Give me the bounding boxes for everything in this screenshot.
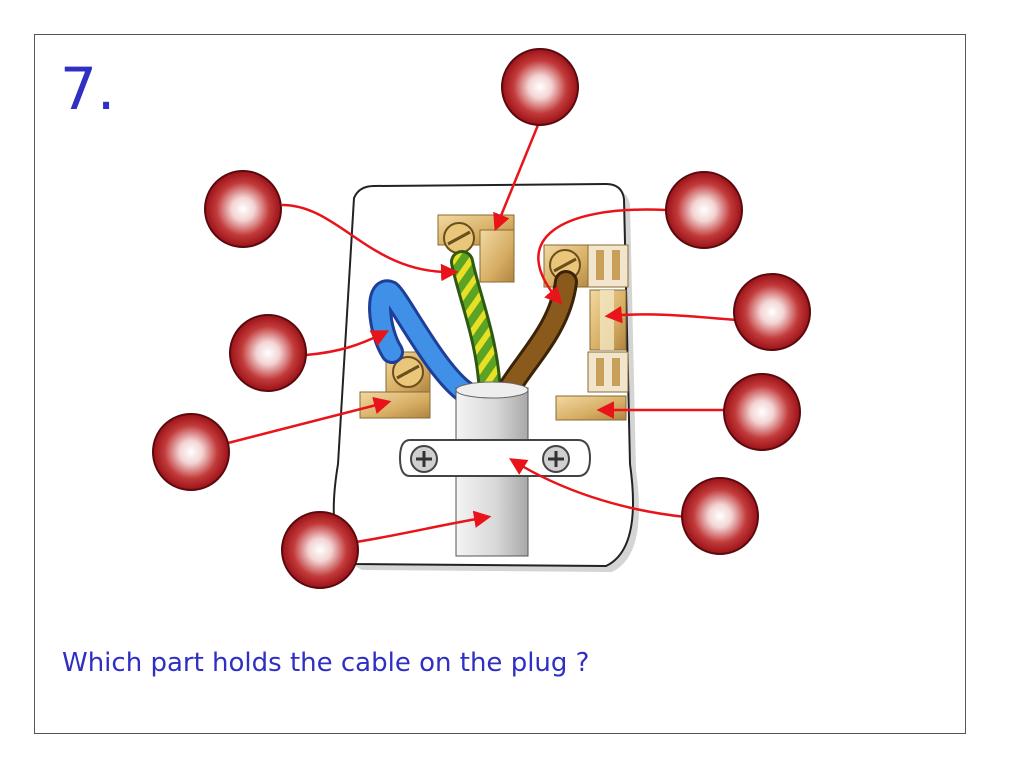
screw-icon (443, 222, 475, 254)
pointer-neutral-terminal (227, 396, 392, 445)
circle-marker-icon[interactable] (733, 273, 811, 351)
slide-number: 7. (60, 55, 116, 123)
screw-icon (542, 445, 570, 473)
circle-marker-icon[interactable] (152, 413, 230, 491)
question-text: Which part holds the cable on the plug ? (62, 648, 590, 678)
circle-marker-icon[interactable] (281, 511, 359, 589)
circle-marker-icon[interactable] (229, 314, 307, 392)
pointer-live-wire (537, 208, 667, 305)
pointer-fuse (604, 305, 737, 324)
live-pin-base (555, 395, 627, 421)
pointer-earth-wire (281, 203, 459, 282)
pointer-lines (227, 124, 737, 544)
pointer-earth-terminal (493, 124, 540, 232)
circle-marker-icon[interactable] (723, 373, 801, 451)
pointer-cable (355, 510, 492, 544)
fuse (587, 244, 629, 393)
pointer-neutral-wire (305, 330, 390, 357)
circle-marker-icon[interactable] (204, 170, 282, 248)
label-markers (152, 48, 811, 589)
circle-marker-icon[interactable] (501, 48, 579, 126)
screw-icon (410, 445, 438, 473)
circle-marker-icon[interactable] (665, 171, 743, 249)
circle-marker-icon[interactable] (681, 477, 759, 555)
screw-icon (392, 356, 424, 388)
pointer-cord-grip (509, 458, 687, 519)
cord-grip (398, 439, 592, 477)
